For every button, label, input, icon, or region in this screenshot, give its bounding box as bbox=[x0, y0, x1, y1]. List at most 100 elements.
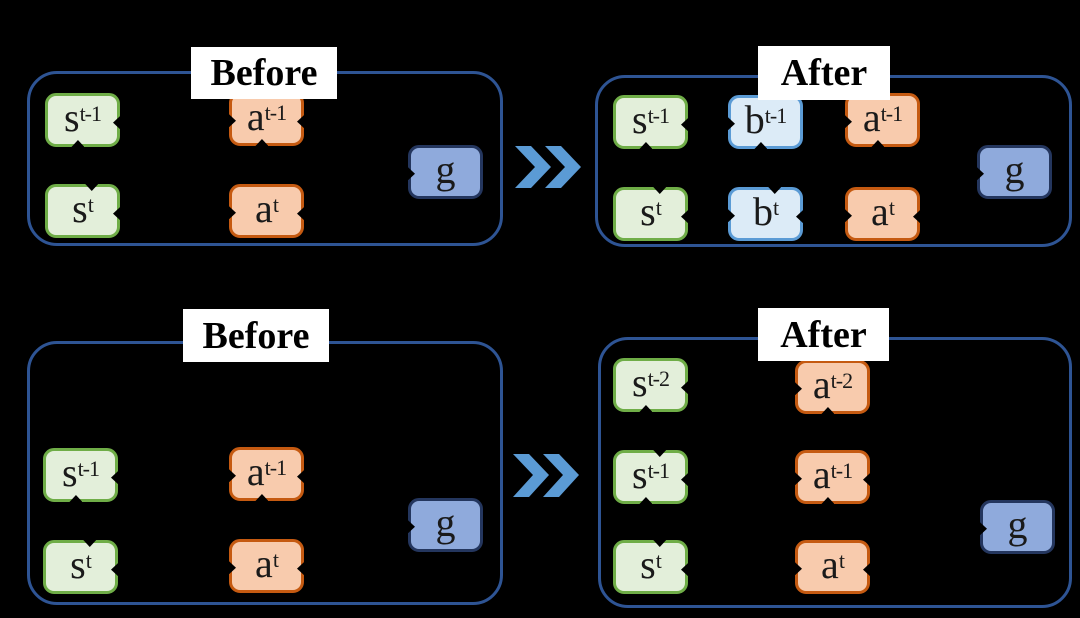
arrowhead-mark bbox=[255, 139, 269, 146]
node-top-after-s-t: st bbox=[613, 187, 688, 241]
node-label: st-2 bbox=[631, 360, 670, 405]
arrowhead-mark bbox=[681, 381, 688, 395]
arrowhead-mark bbox=[681, 563, 688, 577]
arrowhead-mark bbox=[980, 522, 987, 536]
node-bottom-before-s-t-1: st-1 bbox=[43, 448, 118, 502]
node-label: st-1 bbox=[631, 97, 670, 142]
node-label: at-1 bbox=[862, 95, 903, 140]
node-label: at bbox=[871, 189, 895, 234]
arrowhead-mark bbox=[795, 562, 802, 576]
node-top-after-s-t-1: st-1 bbox=[613, 95, 688, 149]
arrowhead-mark bbox=[681, 118, 688, 132]
arrowhead-mark bbox=[754, 142, 768, 149]
node-bottom-after-a-t-1: at-1 bbox=[795, 450, 870, 504]
arrowhead-mark bbox=[83, 540, 97, 547]
arrowhead-mark bbox=[229, 469, 236, 483]
arrowhead-mark bbox=[681, 473, 688, 487]
node-top-before-s-t-1: st-1 bbox=[45, 93, 120, 147]
node-label: at-2 bbox=[812, 362, 853, 407]
node-label: st-1 bbox=[61, 450, 100, 495]
arrowhead-mark bbox=[728, 209, 735, 223]
node-bottom-after-a-t-2: at-2 bbox=[795, 360, 870, 414]
node-label: g bbox=[435, 500, 456, 545]
node-label: st bbox=[70, 542, 92, 587]
arrowhead-mark bbox=[229, 114, 236, 128]
node-label: st-1 bbox=[631, 452, 670, 497]
node-top-after-a-t-1: at-1 bbox=[845, 93, 920, 147]
arrowhead-mark bbox=[297, 207, 304, 221]
arrowhead-mark bbox=[728, 117, 735, 131]
node-top-before-s-t: st bbox=[45, 184, 120, 238]
arrowhead-mark bbox=[821, 407, 835, 414]
node-bottom-after-s-t-2: st-2 bbox=[613, 358, 688, 412]
panel-title-after: After bbox=[758, 308, 889, 361]
node-top-before-g: g bbox=[408, 145, 483, 199]
arrowhead-mark bbox=[863, 473, 870, 487]
node-bottom-after-a-t: at bbox=[795, 540, 870, 594]
arrowhead-mark bbox=[653, 450, 667, 457]
node-label: at bbox=[821, 542, 845, 587]
arrowhead-mark bbox=[69, 495, 83, 502]
arrowhead-mark bbox=[408, 167, 415, 181]
arrowhead-mark bbox=[653, 187, 667, 194]
node-bottom-after-s-t-1: st-1 bbox=[613, 450, 688, 504]
arrowhead-mark bbox=[639, 405, 653, 412]
panel-title-before: Before bbox=[183, 309, 329, 362]
arrowhead-mark bbox=[977, 167, 984, 181]
node-bottom-after-s-t: st bbox=[613, 540, 688, 594]
node-label: st bbox=[640, 189, 662, 234]
node-label: st bbox=[72, 186, 94, 231]
arrowhead-mark bbox=[845, 209, 852, 223]
node-top-before-a-t: at bbox=[229, 184, 304, 238]
node-label: g bbox=[435, 147, 456, 192]
node-label: at-1 bbox=[812, 452, 853, 497]
arrowhead-mark bbox=[71, 140, 85, 147]
arrowhead-mark bbox=[796, 210, 803, 224]
double-chevron-right-icon bbox=[513, 454, 579, 497]
node-bottom-after-g: g bbox=[980, 500, 1055, 554]
arrowhead-mark bbox=[297, 115, 304, 129]
node-top-after-a-t: at bbox=[845, 187, 920, 241]
arrowhead-mark bbox=[845, 115, 852, 129]
node-label: at-1 bbox=[246, 94, 287, 139]
node-top-before-a-t-1: at-1 bbox=[229, 92, 304, 146]
node-label: bt-1 bbox=[744, 97, 787, 142]
arrowhead-mark bbox=[795, 382, 802, 396]
arrowhead-mark bbox=[297, 562, 304, 576]
arrowhead-mark bbox=[639, 497, 653, 504]
arrowhead-mark bbox=[113, 207, 120, 221]
node-label: bt bbox=[752, 189, 779, 234]
arrowhead-mark bbox=[795, 472, 802, 486]
arrowhead-mark bbox=[863, 563, 870, 577]
arrowhead-mark bbox=[85, 184, 99, 191]
node-top-after-g: g bbox=[977, 145, 1052, 199]
arrowhead-mark bbox=[639, 142, 653, 149]
arrowhead-mark bbox=[113, 116, 120, 130]
arrowhead-mark bbox=[871, 140, 885, 147]
arrowhead-mark bbox=[111, 563, 118, 577]
node-label: st bbox=[640, 542, 662, 587]
arrowhead-mark bbox=[681, 210, 688, 224]
node-bottom-before-a-t: at bbox=[229, 539, 304, 593]
node-label: st-1 bbox=[63, 95, 102, 140]
panel-title-before: Before bbox=[191, 47, 337, 99]
node-bottom-before-a-t-1: at-1 bbox=[229, 447, 304, 501]
node-top-after-b-t-1: bt-1 bbox=[728, 95, 803, 149]
panel-title-after: After bbox=[758, 46, 890, 100]
arrowhead-mark bbox=[408, 520, 415, 534]
node-label: g bbox=[1004, 147, 1025, 192]
node-top-after-b-t: bt bbox=[728, 187, 803, 241]
arrowhead-mark bbox=[768, 187, 782, 194]
node-label: at bbox=[255, 541, 279, 586]
node-label: at bbox=[255, 186, 279, 231]
arrowhead-mark bbox=[653, 540, 667, 547]
arrowhead-mark bbox=[229, 206, 236, 220]
node-bottom-before-s-t: st bbox=[43, 540, 118, 594]
arrowhead-mark bbox=[297, 470, 304, 484]
arrowhead-mark bbox=[255, 494, 269, 501]
arrowhead-mark bbox=[821, 497, 835, 504]
arrowhead-mark bbox=[111, 471, 118, 485]
node-bottom-before-g: g bbox=[408, 498, 483, 552]
arrowhead-mark bbox=[913, 210, 920, 224]
